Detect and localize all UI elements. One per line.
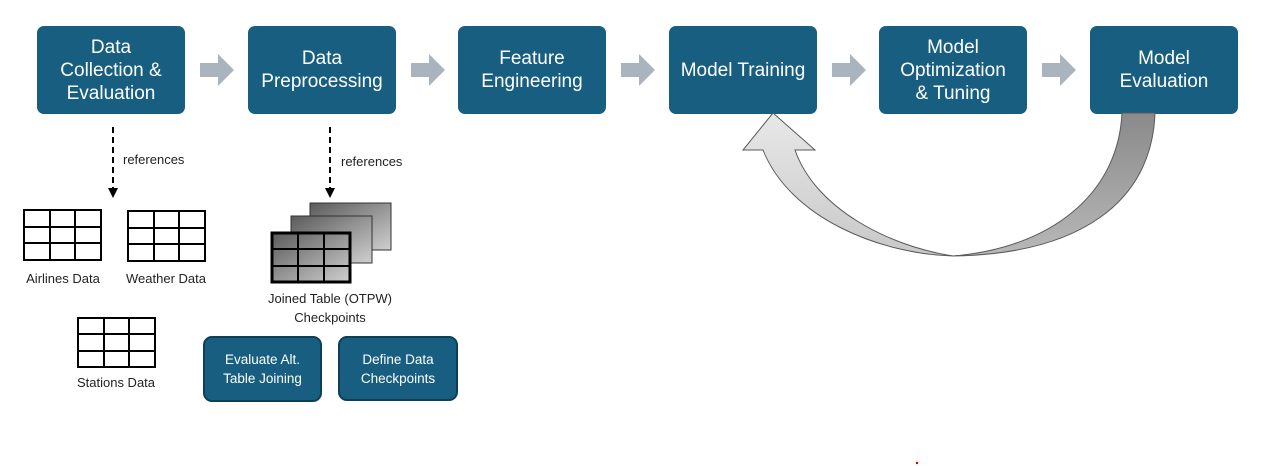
references-label: references [123, 152, 185, 167]
stations-table-icon [77, 317, 156, 368]
chevron-arrow-icon [1042, 54, 1076, 86]
step-model-optimization: Model Optimization & Tuning [879, 26, 1027, 114]
step-model-training: Model Training [669, 26, 817, 114]
weather-data-label: Weather Data [126, 271, 206, 286]
evaluate-table-joining-box: Evaluate Alt. Table Joining [203, 336, 322, 402]
step-feature-engineering: Feature Engineering [458, 26, 606, 114]
airlines-table-icon [23, 209, 102, 261]
joined-table-stack-icon [270, 202, 392, 284]
weather-table-icon [127, 210, 206, 262]
step-data-preprocessing: Data Preprocessing [248, 26, 396, 114]
chevron-arrow-icon [621, 54, 655, 86]
chevron-arrow-icon [411, 54, 445, 86]
step-data-collection: Data Collection & Evaluation [37, 26, 185, 114]
dashed-reference-arrow [325, 127, 335, 198]
chevron-arrow-icon [200, 54, 234, 86]
define-data-checkpoints-box: Define Data Checkpoints [338, 336, 458, 401]
chevron-arrow-icon [832, 54, 866, 86]
red-dot [915, 461, 919, 465]
airlines-data-label: Airlines Data [26, 271, 100, 286]
stations-data-label: Stations Data [76, 375, 156, 390]
joined-table-label: Joined Table (OTPW) Checkpoints [267, 291, 393, 325]
dashed-reference-arrow [108, 127, 118, 198]
feedback-loop-arrow [741, 112, 1156, 257]
references-label: references [341, 154, 403, 169]
step-model-evaluation: Model Evaluation [1090, 26, 1238, 114]
